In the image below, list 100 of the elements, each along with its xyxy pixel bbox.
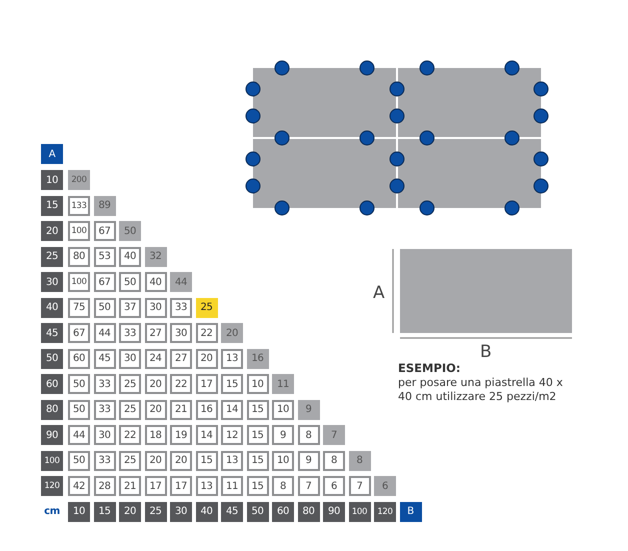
column-header: 80 — [298, 502, 320, 522]
column-header: 40 — [196, 502, 218, 522]
row-header: 10 — [41, 170, 63, 190]
table-cell: 9 — [272, 425, 294, 445]
table-cell: 15 — [246, 425, 268, 445]
table-cell: 67 — [94, 221, 116, 241]
table-cell: 10 — [272, 400, 294, 420]
table-cell: 30 — [170, 323, 192, 343]
table-cell: 9 — [298, 450, 320, 470]
table-cell: 22 — [196, 323, 218, 343]
table-cell: 10 — [246, 374, 268, 394]
table-cell: 50 — [68, 450, 90, 470]
table-cell: 75 — [68, 298, 90, 318]
row-header: 20 — [41, 221, 63, 241]
table-cell: 7 — [298, 476, 320, 496]
column-header: 100 — [348, 502, 370, 522]
table-cell: 50 — [94, 298, 116, 318]
axis-label: B — [400, 502, 422, 522]
table-cell: 33 — [94, 400, 116, 420]
table-cell: 20 — [196, 348, 218, 368]
table-cell: 22 — [170, 374, 192, 394]
table-cell: 67 — [68, 323, 90, 343]
axis-label: A — [41, 144, 63, 164]
row-header: 50 — [41, 348, 63, 368]
table-cell: 30 — [119, 348, 141, 368]
table-cell: 27 — [144, 323, 166, 343]
table-cell: 30 — [94, 425, 116, 445]
table-cell: 200 — [68, 170, 90, 190]
table-cell: 20 — [144, 374, 166, 394]
column-header: 20 — [119, 502, 141, 522]
table-cell: 100 — [68, 272, 90, 292]
table-cell: 28 — [94, 476, 116, 496]
table-cell: 10 — [272, 450, 294, 470]
row-header: 100 — [41, 450, 63, 470]
table-cell: 44 — [170, 272, 192, 292]
table-cell: 8 — [323, 450, 345, 470]
table-cell: 67 — [94, 272, 116, 292]
row-header: 90 — [41, 425, 63, 445]
table-cell: 14 — [196, 425, 218, 445]
example-text: per posare una piastrella 40 x 40 cm utilizzare 25 pezzi/m2 — [398, 376, 564, 404]
table-cell: 12 — [221, 425, 243, 445]
table-cell: 20 — [144, 400, 166, 420]
table-cell: 24 — [144, 348, 166, 368]
row-header: 40 — [41, 298, 63, 318]
table-cell: 27 — [170, 348, 192, 368]
row-header: 30 — [41, 272, 63, 292]
example-heading: ESEMPIO: — [398, 361, 461, 375]
table-cell: 100 — [68, 221, 90, 241]
table-cell: 80 — [68, 246, 90, 266]
table-cell: 13 — [221, 348, 243, 368]
table-cell: 9 — [298, 400, 320, 420]
column-header: 30 — [170, 502, 192, 522]
table-cell: 25 — [119, 450, 141, 470]
table-cell: 16 — [246, 348, 268, 368]
table-cell: 16 — [196, 400, 218, 420]
table-cell: 18 — [144, 425, 166, 445]
table-cell: 20 — [221, 323, 243, 343]
column-header: 25 — [144, 502, 166, 522]
row-header: 120 — [41, 476, 63, 496]
table-cell: 50 — [68, 400, 90, 420]
table-cell: 33 — [119, 323, 141, 343]
table-cell: 33 — [170, 298, 192, 318]
table-cell: 15 — [196, 450, 218, 470]
column-header: 60 — [272, 502, 294, 522]
table-cell: 7 — [323, 425, 345, 445]
table-cell: 6 — [374, 476, 396, 496]
row-header: 45 — [41, 323, 63, 343]
table-cell: 45 — [94, 348, 116, 368]
table-cell: 7 — [348, 476, 370, 496]
table-cell: 40 — [144, 272, 166, 292]
table-cell: 50 — [119, 272, 141, 292]
table-cell: 33 — [94, 374, 116, 394]
column-header: 50 — [246, 502, 268, 522]
table-cell: 30 — [144, 298, 166, 318]
table-cell: 50 — [68, 374, 90, 394]
row-header: 15 — [41, 196, 63, 216]
table-cell: 37 — [119, 298, 141, 318]
table-cell: 17 — [144, 476, 166, 496]
column-header: 90 — [323, 502, 345, 522]
dimension-label: B — [480, 342, 492, 362]
highlighted-cell: 25 — [196, 298, 218, 318]
tile-sample — [400, 249, 572, 333]
table-cell: 14 — [221, 400, 243, 420]
row-header: 60 — [41, 374, 63, 394]
table-cell: 53 — [94, 246, 116, 266]
table-cell: 50 — [119, 221, 141, 241]
table-cell: 25 — [119, 400, 141, 420]
column-header: 45 — [221, 502, 243, 522]
table-cell: 32 — [144, 246, 166, 266]
table-cell: 11 — [272, 374, 294, 394]
table-cell: 17 — [196, 374, 218, 394]
table-cell: 42 — [68, 476, 90, 496]
table-cell: 40 — [119, 246, 141, 266]
table-cell: 21 — [119, 476, 141, 496]
table-cell: 13 — [196, 476, 218, 496]
table-cell: 33 — [94, 450, 116, 470]
table-cell: 22 — [119, 425, 141, 445]
table-cell: 44 — [68, 425, 90, 445]
table-cell: 8 — [298, 425, 320, 445]
table-cell: 15 — [246, 450, 268, 470]
